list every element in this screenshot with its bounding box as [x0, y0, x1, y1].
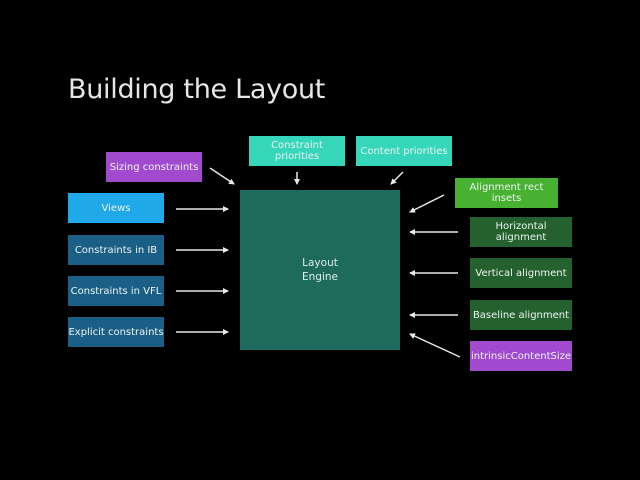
- sizing-constraints-label: Sizing constraints: [109, 161, 199, 173]
- intrinsic-content-size-box: intrinsicContentSize: [470, 341, 572, 371]
- constraints-in-ib-box: Constraints in IB: [68, 235, 164, 265]
- arrow-content-priorities-to-engine: [390, 171, 404, 185]
- arrow-alignment-rect-to-engine: [409, 194, 445, 213]
- constraints-in-vfl-label: Constraints in VFL: [70, 285, 162, 297]
- layout-engine-line1: Layout: [302, 257, 338, 269]
- arrow-intrinsic-to-engine: [409, 333, 461, 358]
- content-priorities-label: Content priorities: [360, 145, 448, 157]
- constraint-priorities-label: Constraint priorities: [271, 140, 323, 162]
- constraint-priorities-box: Constraint priorities: [249, 136, 345, 166]
- views-label: Views: [101, 202, 131, 214]
- vertical-alignment-box: Vertical alignment: [470, 258, 572, 288]
- baseline-alignment-label: Baseline alignment: [472, 309, 570, 321]
- explicit-constraints-box: Explicit constraints: [68, 317, 164, 347]
- horizontal-alignment-box: Horizontal alignment: [470, 217, 572, 247]
- horizontal-alignment-label: Horizontal alignment: [495, 221, 547, 243]
- alignment-rect-insets-box: Alignment rect insets: [455, 178, 558, 208]
- intrinsic-content-size-label: intrinsicContentSize: [470, 350, 572, 362]
- layout-engine-line2: Engine: [302, 271, 338, 283]
- slide-title: Building the Layout: [68, 74, 326, 105]
- alignment-rect-insets-label: Alignment rect insets: [469, 182, 544, 204]
- sizing-constraints-box: Sizing constraints: [106, 152, 202, 182]
- constraints-in-vfl-box: Constraints in VFL: [68, 276, 164, 306]
- baseline-alignment-box: Baseline alignment: [470, 300, 572, 330]
- arrow-sizing-to-engine: [209, 167, 235, 185]
- constraints-in-ib-label: Constraints in IB: [74, 244, 158, 256]
- views-box: Views: [68, 193, 164, 223]
- layout-engine-box: Layout Engine: [240, 190, 400, 350]
- content-priorities-box: Content priorities: [356, 136, 452, 166]
- explicit-constraints-label: Explicit constraints: [68, 326, 164, 338]
- vertical-alignment-label: Vertical alignment: [475, 267, 567, 279]
